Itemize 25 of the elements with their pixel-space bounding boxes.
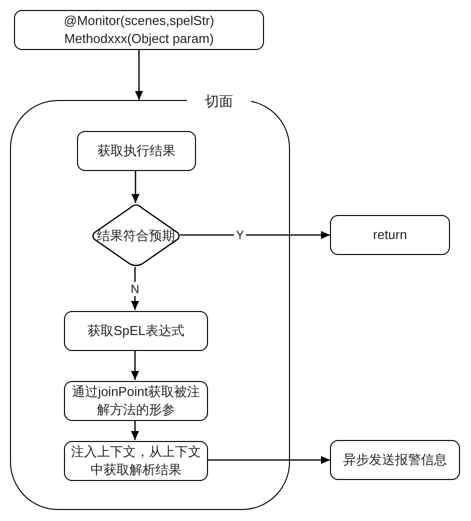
process-box [64, 311, 208, 351]
process-box [77, 131, 196, 171]
arrow [135, 50, 143, 100]
arrow [180, 231, 330, 239]
decision-diamond [91, 204, 181, 268]
arrow [131, 350, 139, 380]
node-text: 注入上下文，从上下文中获取解析结果 [70, 442, 202, 479]
process-box [14, 10, 264, 50]
node-text: @Monitor(scenes,spelStr) Methodxxx(Object param) [62, 12, 216, 48]
process-box [64, 381, 208, 421]
node-text: 通过joinPoint获取被注解方法的形参 [71, 382, 201, 419]
edge-label: Y [234, 228, 246, 242]
arrow [132, 170, 140, 203]
process-box [330, 215, 450, 255]
edge-label: N [128, 282, 142, 296]
process-box [64, 441, 208, 481]
node-text: 结果符合预期 [97, 226, 175, 245]
node-text: return [373, 226, 407, 244]
process-box [330, 440, 460, 480]
node-text: 异步发送报警信息 [343, 450, 447, 469]
arrow [131, 267, 139, 310]
node-text: 获取SpEL表达式 [88, 322, 184, 340]
arrow [207, 456, 330, 464]
node-text: 获取执行结果 [98, 142, 176, 160]
arrow [131, 420, 139, 440]
